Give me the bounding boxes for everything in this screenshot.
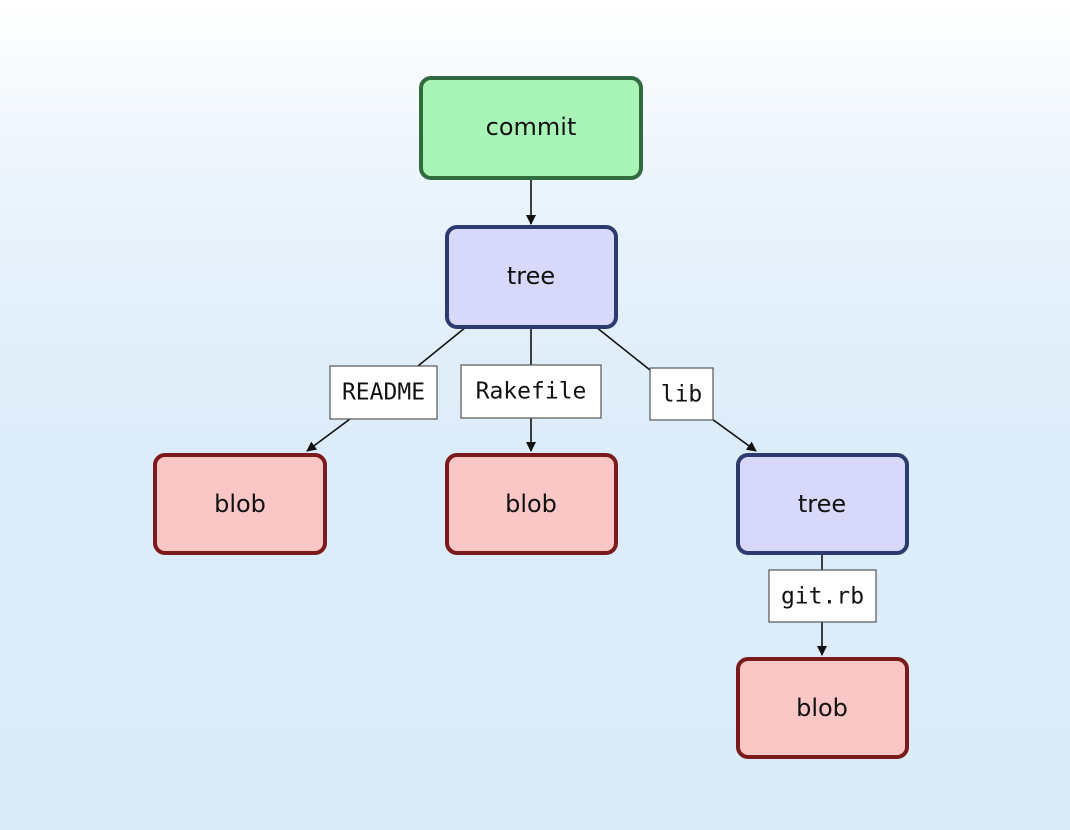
node-commit-label: commit	[486, 113, 577, 141]
node-blob-gitrb: blob	[736, 657, 909, 759]
edge-label-readme: README	[329, 365, 438, 420]
edge-label-lib-text: lib	[661, 382, 703, 408]
edge-label-gitrb-text: git.rb	[781, 584, 864, 610]
node-tree-root-label: tree	[507, 262, 555, 290]
node-blob-gitrb-label: blob	[796, 694, 848, 722]
edge-readme-lower	[306, 418, 351, 452]
edge-readme-upper	[417, 326, 467, 367]
node-blob-rakefile-label: blob	[505, 490, 557, 518]
edges	[306, 178, 827, 656]
edge-label-lib: lib	[649, 367, 714, 421]
edge-lib-lower	[711, 418, 757, 452]
edge-label-rakefile-text: Rakefile	[476, 379, 587, 405]
node-blob-readme-label: blob	[214, 490, 266, 518]
node-tree-lib-label: tree	[798, 490, 846, 518]
node-commit: commit	[419, 76, 643, 180]
node-blob-readme: blob	[153, 453, 327, 555]
node-tree-root: tree	[445, 225, 618, 329]
node-tree-lib: tree	[736, 453, 909, 555]
edge-lib-upper	[595, 326, 651, 371]
edge-label-rakefile: Rakefile	[460, 364, 602, 419]
edge-label-gitrb: git.rb	[768, 569, 877, 623]
node-blob-rakefile: blob	[445, 453, 618, 555]
edge-label-readme-text: README	[342, 380, 425, 406]
